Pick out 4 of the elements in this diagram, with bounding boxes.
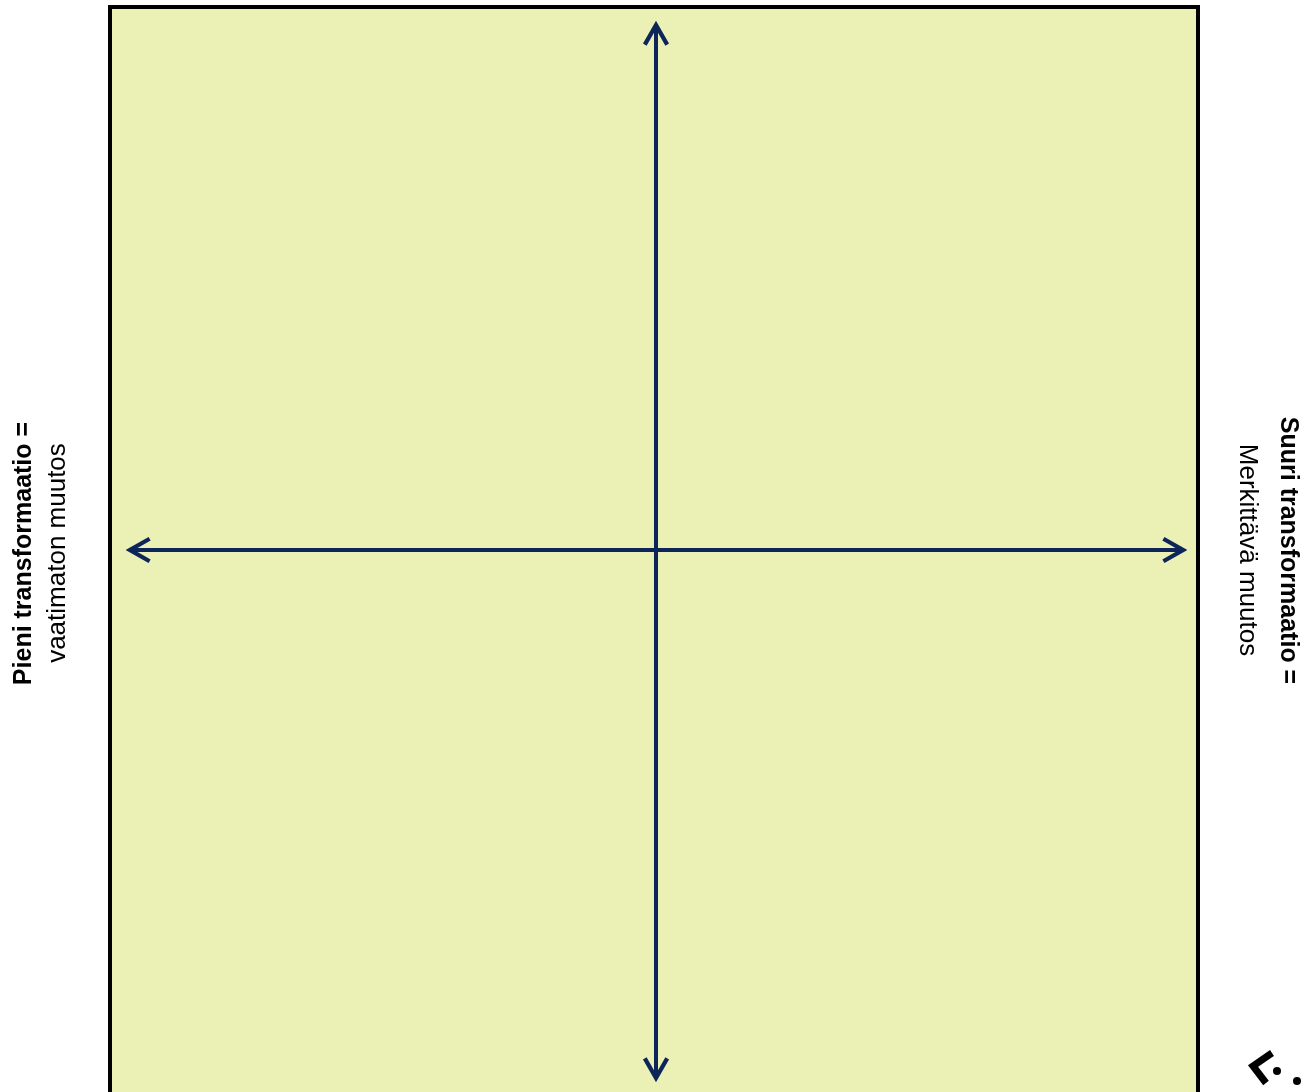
axis-end-heading: Pieni transformaatio = <box>9 421 35 685</box>
axis-end-description: Merkittävä muutos <box>1236 443 1263 657</box>
axis-end-description: vaatimaton muutos <box>42 443 69 663</box>
axis-end-heading: Suuri transformaatio = <box>1276 416 1302 684</box>
